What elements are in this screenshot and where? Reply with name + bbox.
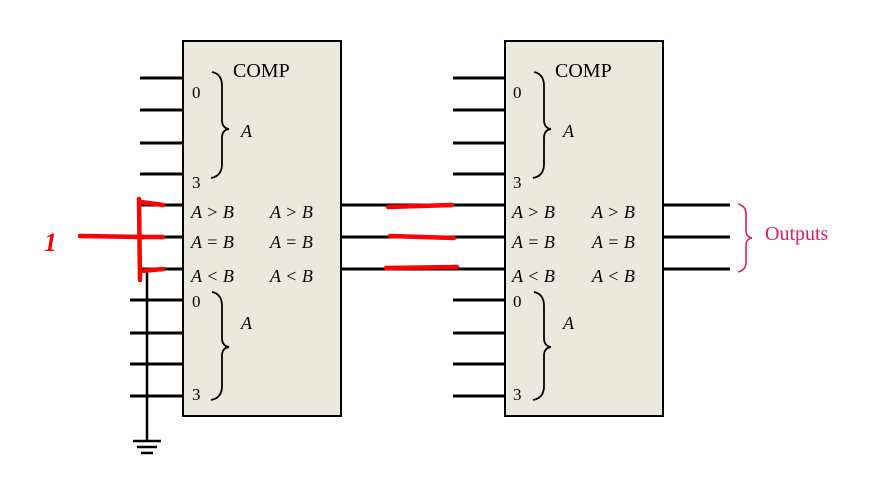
comparator-right-output-eq-label: A = B	[591, 232, 635, 252]
comparator-left-input-lt-label: A < B	[190, 266, 234, 286]
comparator-right-input-eq-label: A = B	[511, 232, 555, 252]
annotation-vertical-bar	[136, 196, 143, 283]
comparator-left-output-lt-label: A < B	[269, 266, 313, 286]
comparator-right-output-lt-label: A < B	[591, 266, 635, 286]
comparator-left-title: COMP	[233, 60, 290, 82]
comparator-right-b-brace	[532, 291, 552, 401]
comparator-left-body	[182, 40, 342, 417]
comparator-right-input-lt-label: A < B	[511, 266, 555, 286]
comparator-right-b-pin-bottom-label: 3	[513, 385, 522, 404]
annotation-wire-eq	[387, 233, 457, 241]
comparator-right-a-pin-top-label: 0	[513, 83, 522, 102]
comparator-left-input-gt-label: A > B	[190, 202, 234, 222]
comparator-left-a-pin-bottom-label: 3	[192, 173, 201, 192]
comparator-right-b-input-pins	[453, 298, 505, 398]
comparator-right-a-pin-bottom-label: 3	[513, 173, 522, 192]
comparator-left: COMP 0 3 A A > B A = B A < B A > B A = B…	[130, 40, 342, 417]
red-annotations: 1	[44, 196, 460, 283]
comparator-left-b-label: A	[240, 313, 253, 333]
comparator-right-body	[504, 40, 664, 417]
outputs-label: Outputs	[765, 223, 829, 245]
comparator-left-b-pin-bottom-label: 3	[192, 385, 201, 404]
comparator-right-output-pins	[663, 203, 730, 271]
annotation-input-line	[77, 233, 146, 240]
annotation-gt-tick	[138, 199, 166, 208]
ground-connection	[133, 270, 161, 455]
outputs-brace	[737, 203, 753, 273]
comparator-right-b-label: A	[562, 313, 575, 333]
comparator-right-output-gt-label: A > B	[591, 202, 635, 222]
comparator-left-a-label: A	[240, 121, 253, 141]
comparator-left-b-input-pins	[130, 298, 183, 398]
comparator-right-title: COMP	[555, 60, 612, 82]
comparator-left-a-brace	[210, 71, 230, 179]
comparator-right-a-brace	[532, 71, 552, 179]
annotation-one-mark: 1	[44, 228, 57, 257]
comparator-left-input-eq-label: A = B	[190, 232, 234, 252]
annotation-lt-tick	[138, 266, 166, 274]
comparator-left-a-input-pins	[140, 76, 183, 176]
comparator-right: COMP 0 3 A A > B A = B A < B A > B A = B…	[453, 40, 730, 417]
comparator-left-output-gt-label: A > B	[269, 202, 313, 222]
comparator-left-b-brace	[210, 291, 230, 401]
comparator-left-output-eq-label: A = B	[269, 232, 313, 252]
comparator-right-b-pin-top-label: 0	[513, 292, 522, 311]
comparator-left-b-pin-top-label: 0	[192, 292, 201, 311]
comparator-left-a-pin-top-label: 0	[192, 83, 201, 102]
annotation-wire-gt	[385, 202, 455, 210]
comparator-right-input-gt-label: A > B	[511, 202, 555, 222]
annotation-wire-lt	[383, 264, 460, 271]
comparator-right-a-label: A	[562, 121, 575, 141]
comparator-right-a-input-pins	[453, 76, 505, 176]
